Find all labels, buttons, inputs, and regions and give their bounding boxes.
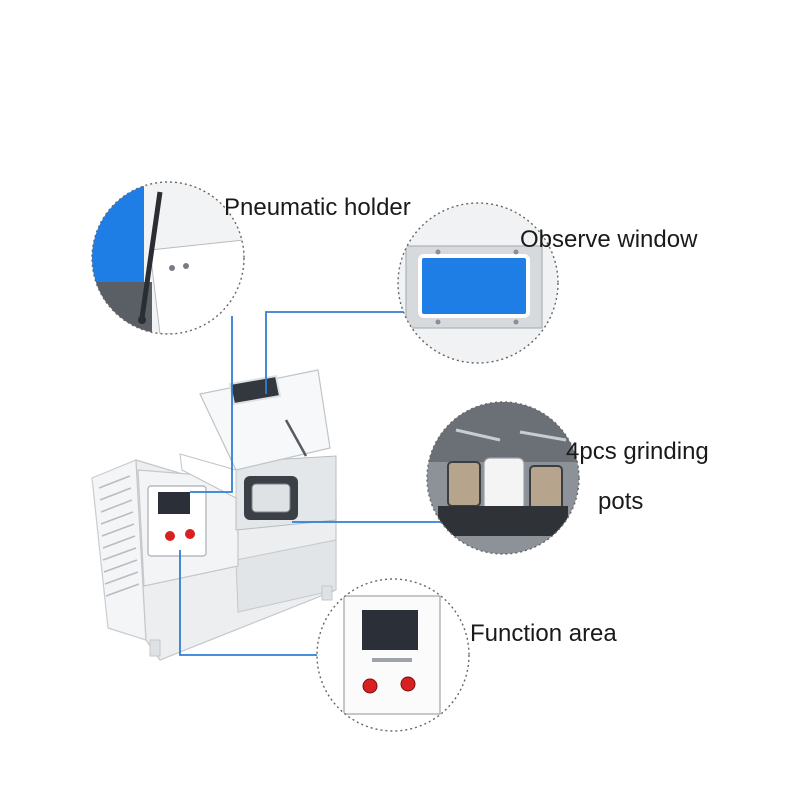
observe-window-glass bbox=[418, 254, 530, 318]
callout-circle-window bbox=[397, 202, 559, 364]
base-front-panel bbox=[235, 539, 337, 613]
stop-button bbox=[185, 529, 195, 539]
lid-gas-strut bbox=[284, 419, 308, 457]
leader-function-area bbox=[179, 550, 324, 656]
foot-right bbox=[321, 585, 333, 601]
function-start-button bbox=[362, 678, 378, 694]
pot-band bbox=[251, 483, 291, 513]
label-observe-window: Observe window bbox=[520, 226, 698, 253]
function-stop-button bbox=[400, 676, 416, 692]
label-grinding-pots-line2: pots bbox=[598, 488, 644, 515]
leader-pneumatic-holder bbox=[190, 316, 233, 493]
callout-circle-pneumatic bbox=[91, 181, 245, 335]
lid-side bbox=[179, 453, 237, 499]
leader-observe-window bbox=[265, 311, 410, 394]
gas-spring-strut bbox=[139, 191, 163, 319]
callout-circle-pots bbox=[426, 401, 580, 555]
steel-pot-2 bbox=[529, 465, 563, 511]
ball-mill-machine bbox=[91, 369, 337, 661]
foot-left bbox=[149, 639, 161, 657]
label-grinding-pots-line1: 4pcs grinding bbox=[566, 438, 709, 465]
steel-pot-1 bbox=[447, 461, 481, 507]
callout-grinding-pots bbox=[426, 401, 580, 555]
callout-pneumatic-holder bbox=[91, 181, 245, 335]
callout-observe-window bbox=[397, 202, 559, 364]
callout-function-area bbox=[316, 578, 470, 732]
control-display bbox=[158, 492, 190, 514]
vent-slots bbox=[98, 475, 140, 597]
label-function-area: Function area bbox=[470, 620, 617, 647]
leader-lines bbox=[179, 311, 448, 656]
label-pneumatic-holder: Pneumatic holder bbox=[224, 194, 411, 221]
start-button bbox=[165, 531, 175, 541]
function-lcd bbox=[362, 610, 418, 650]
callout-circle-function bbox=[316, 578, 470, 732]
